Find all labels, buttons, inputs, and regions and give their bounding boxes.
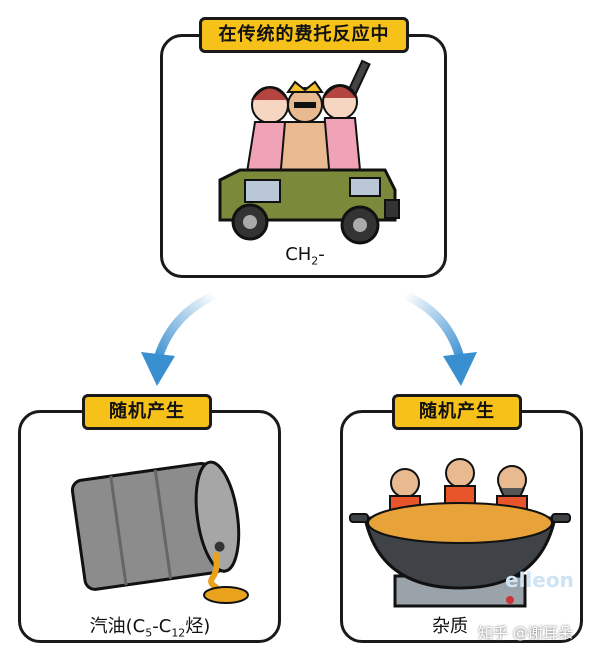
- top-caption: CH2-: [255, 244, 355, 268]
- jeep-illustration: [218, 59, 400, 245]
- zhihu-watermark: 知乎 @谢耳朵: [478, 624, 573, 642]
- left-caption-b: -C: [152, 616, 172, 637]
- left-tag: 随机产生: [82, 394, 212, 430]
- faint-watermark: elleon: [505, 568, 574, 592]
- top-tag: 在传统的费托反应中: [199, 17, 409, 53]
- jeep: [218, 168, 400, 245]
- left-caption-sub1: 5: [145, 626, 153, 640]
- top-caption-tail: -: [318, 244, 325, 265]
- arrow-right: [400, 290, 477, 386]
- left-caption-sub2: 12: [171, 626, 186, 640]
- right-tag: 随机产生: [392, 394, 522, 430]
- top-caption-main: CH: [285, 244, 312, 265]
- left-caption: 汽油(C5-C12烃): [30, 612, 270, 640]
- oil-barrel-illustration: [70, 460, 249, 604]
- right-caption: 杂质: [432, 616, 468, 637]
- arrow-left: [141, 290, 220, 386]
- left-caption-a: 汽油(C: [89, 616, 146, 637]
- left-caption-c: 烃): [185, 616, 211, 637]
- wok-illustration: [349, 458, 571, 608]
- top-caption-sub: 2: [311, 254, 319, 268]
